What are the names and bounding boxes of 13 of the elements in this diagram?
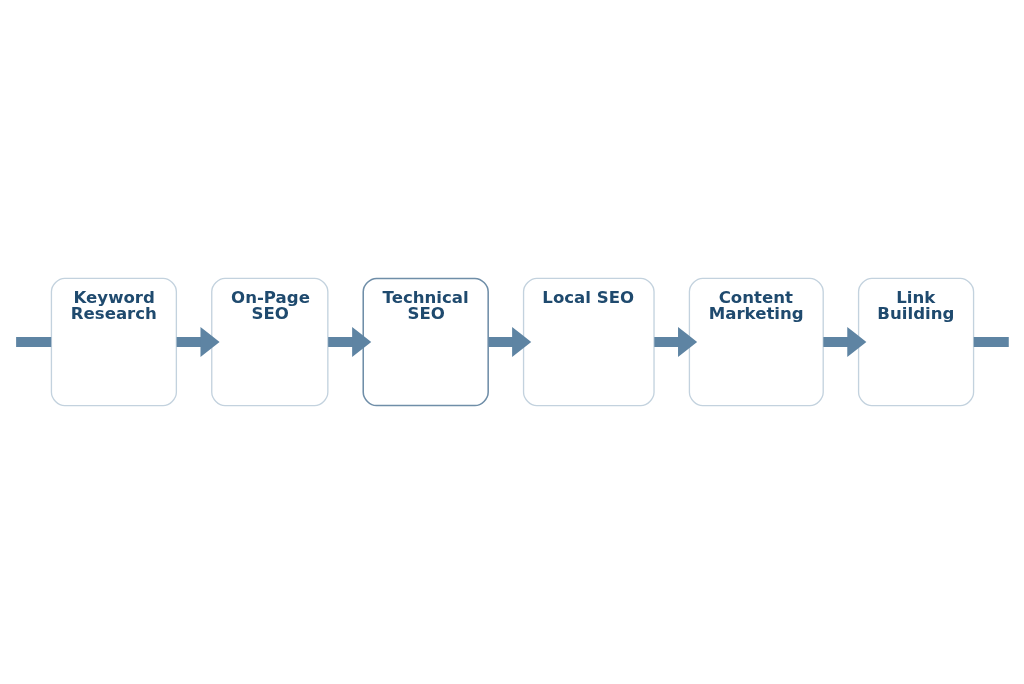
arrow	[822, 326, 866, 358]
arrow	[176, 326, 220, 358]
arrow	[327, 326, 371, 358]
connector	[973, 337, 1009, 347]
node-box: Link Building	[857, 277, 974, 407]
arrow	[653, 326, 697, 358]
connector	[15, 337, 51, 347]
node-box: On-Page SEO	[210, 277, 328, 407]
arrow	[488, 326, 531, 358]
node-box: Content Marketing	[688, 277, 824, 407]
node-box: Local SEO	[522, 277, 655, 407]
node-box: Keyword Research	[50, 277, 177, 407]
node-box: Technical SEO	[361, 277, 489, 407]
